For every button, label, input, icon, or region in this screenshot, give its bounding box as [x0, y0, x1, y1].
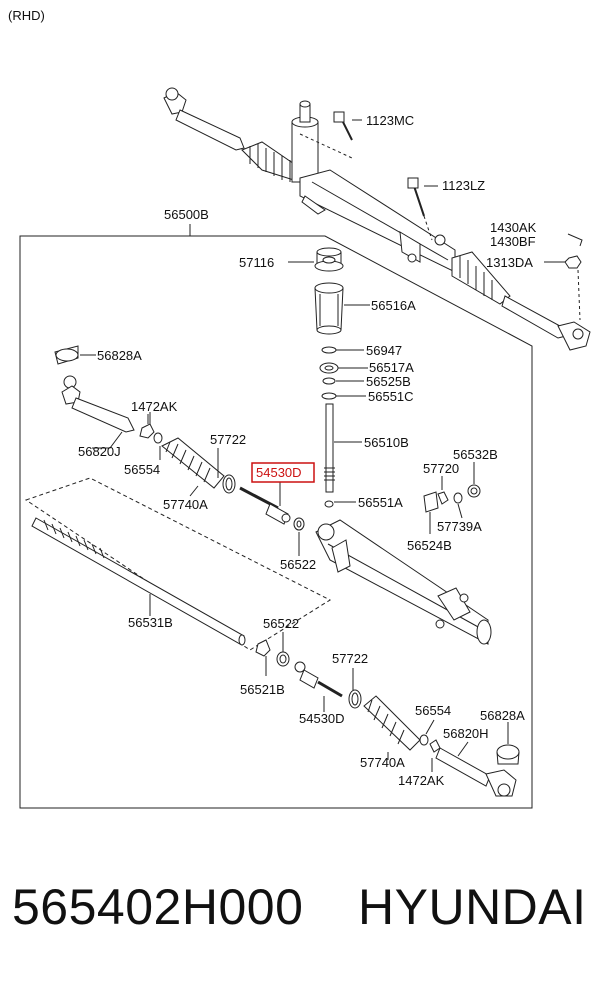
label-56551A: 56551A [358, 495, 403, 510]
label-1472AK-left: 1472AK [131, 399, 178, 414]
label-1313DA: 1313DA [486, 255, 533, 270]
label-56554-left: 56554 [124, 462, 160, 477]
pinion-column-parts [288, 247, 370, 508]
label-56522-right: 56522 [263, 616, 299, 631]
label-57720: 57720 [423, 461, 459, 476]
label-56947: 56947 [366, 343, 402, 358]
label-57722-left: 57722 [210, 432, 246, 447]
footer-caption: 565402H000 HYUNDAI [0, 878, 600, 958]
label-1430BF: 1430BF [490, 234, 536, 249]
label-56517A: 56517A [369, 360, 414, 375]
label-56551C: 56551C [368, 389, 414, 404]
label-56554-right: 56554 [415, 703, 451, 718]
label-56531B: 56531B [128, 615, 173, 630]
label-1430AK: 1430AK [490, 220, 537, 235]
assembly-frame [19, 224, 533, 809]
steering-gear-exploded-diagram: (RHD) [8, 8, 591, 809]
label-54530D-highlighted[interactable]: 54530D [256, 465, 302, 480]
label-56532B: 56532B [453, 447, 498, 462]
label-56522-left: 56522 [280, 557, 316, 572]
label-1123LZ: 1123LZ [442, 178, 485, 193]
label-56524B: 56524B [407, 538, 452, 553]
highlight-box [251, 462, 315, 483]
label-57116: 57116 [239, 255, 274, 270]
rack-housing-parts [315, 462, 492, 645]
label-56828A-right: 56828A [480, 708, 525, 723]
rack-parts [24, 477, 332, 651]
label-57739A: 57739A [437, 519, 482, 534]
label-56500B: 56500B [164, 207, 209, 222]
label-57722-right: 57722 [332, 651, 368, 666]
label-1472AK-right: 1472AK [398, 773, 445, 788]
label-56820J: 56820J [78, 444, 121, 459]
label-57740A-right: 57740A [360, 755, 405, 770]
brand-name: HYUNDAI [358, 879, 587, 935]
label-54530D: 54530D [299, 711, 345, 726]
right-tie-rod-parts [255, 632, 520, 797]
label-57740A-left: 57740A [163, 497, 208, 512]
label-1123MC: 1123MC [366, 113, 414, 128]
variant-label: (RHD) [8, 8, 45, 23]
part-number: 565402H000 [12, 879, 304, 935]
label-56525B: 56525B [366, 374, 411, 389]
label-56828A-left: 56828A [97, 348, 142, 363]
label-56510B: 56510B [364, 435, 409, 450]
label-56521B: 56521B [240, 682, 285, 697]
label-56820H: 56820H [443, 726, 489, 741]
left-tie-rod-parts [54, 345, 305, 556]
label-56516A: 56516A [371, 298, 416, 313]
top-steering-gear-assembly [163, 87, 591, 351]
